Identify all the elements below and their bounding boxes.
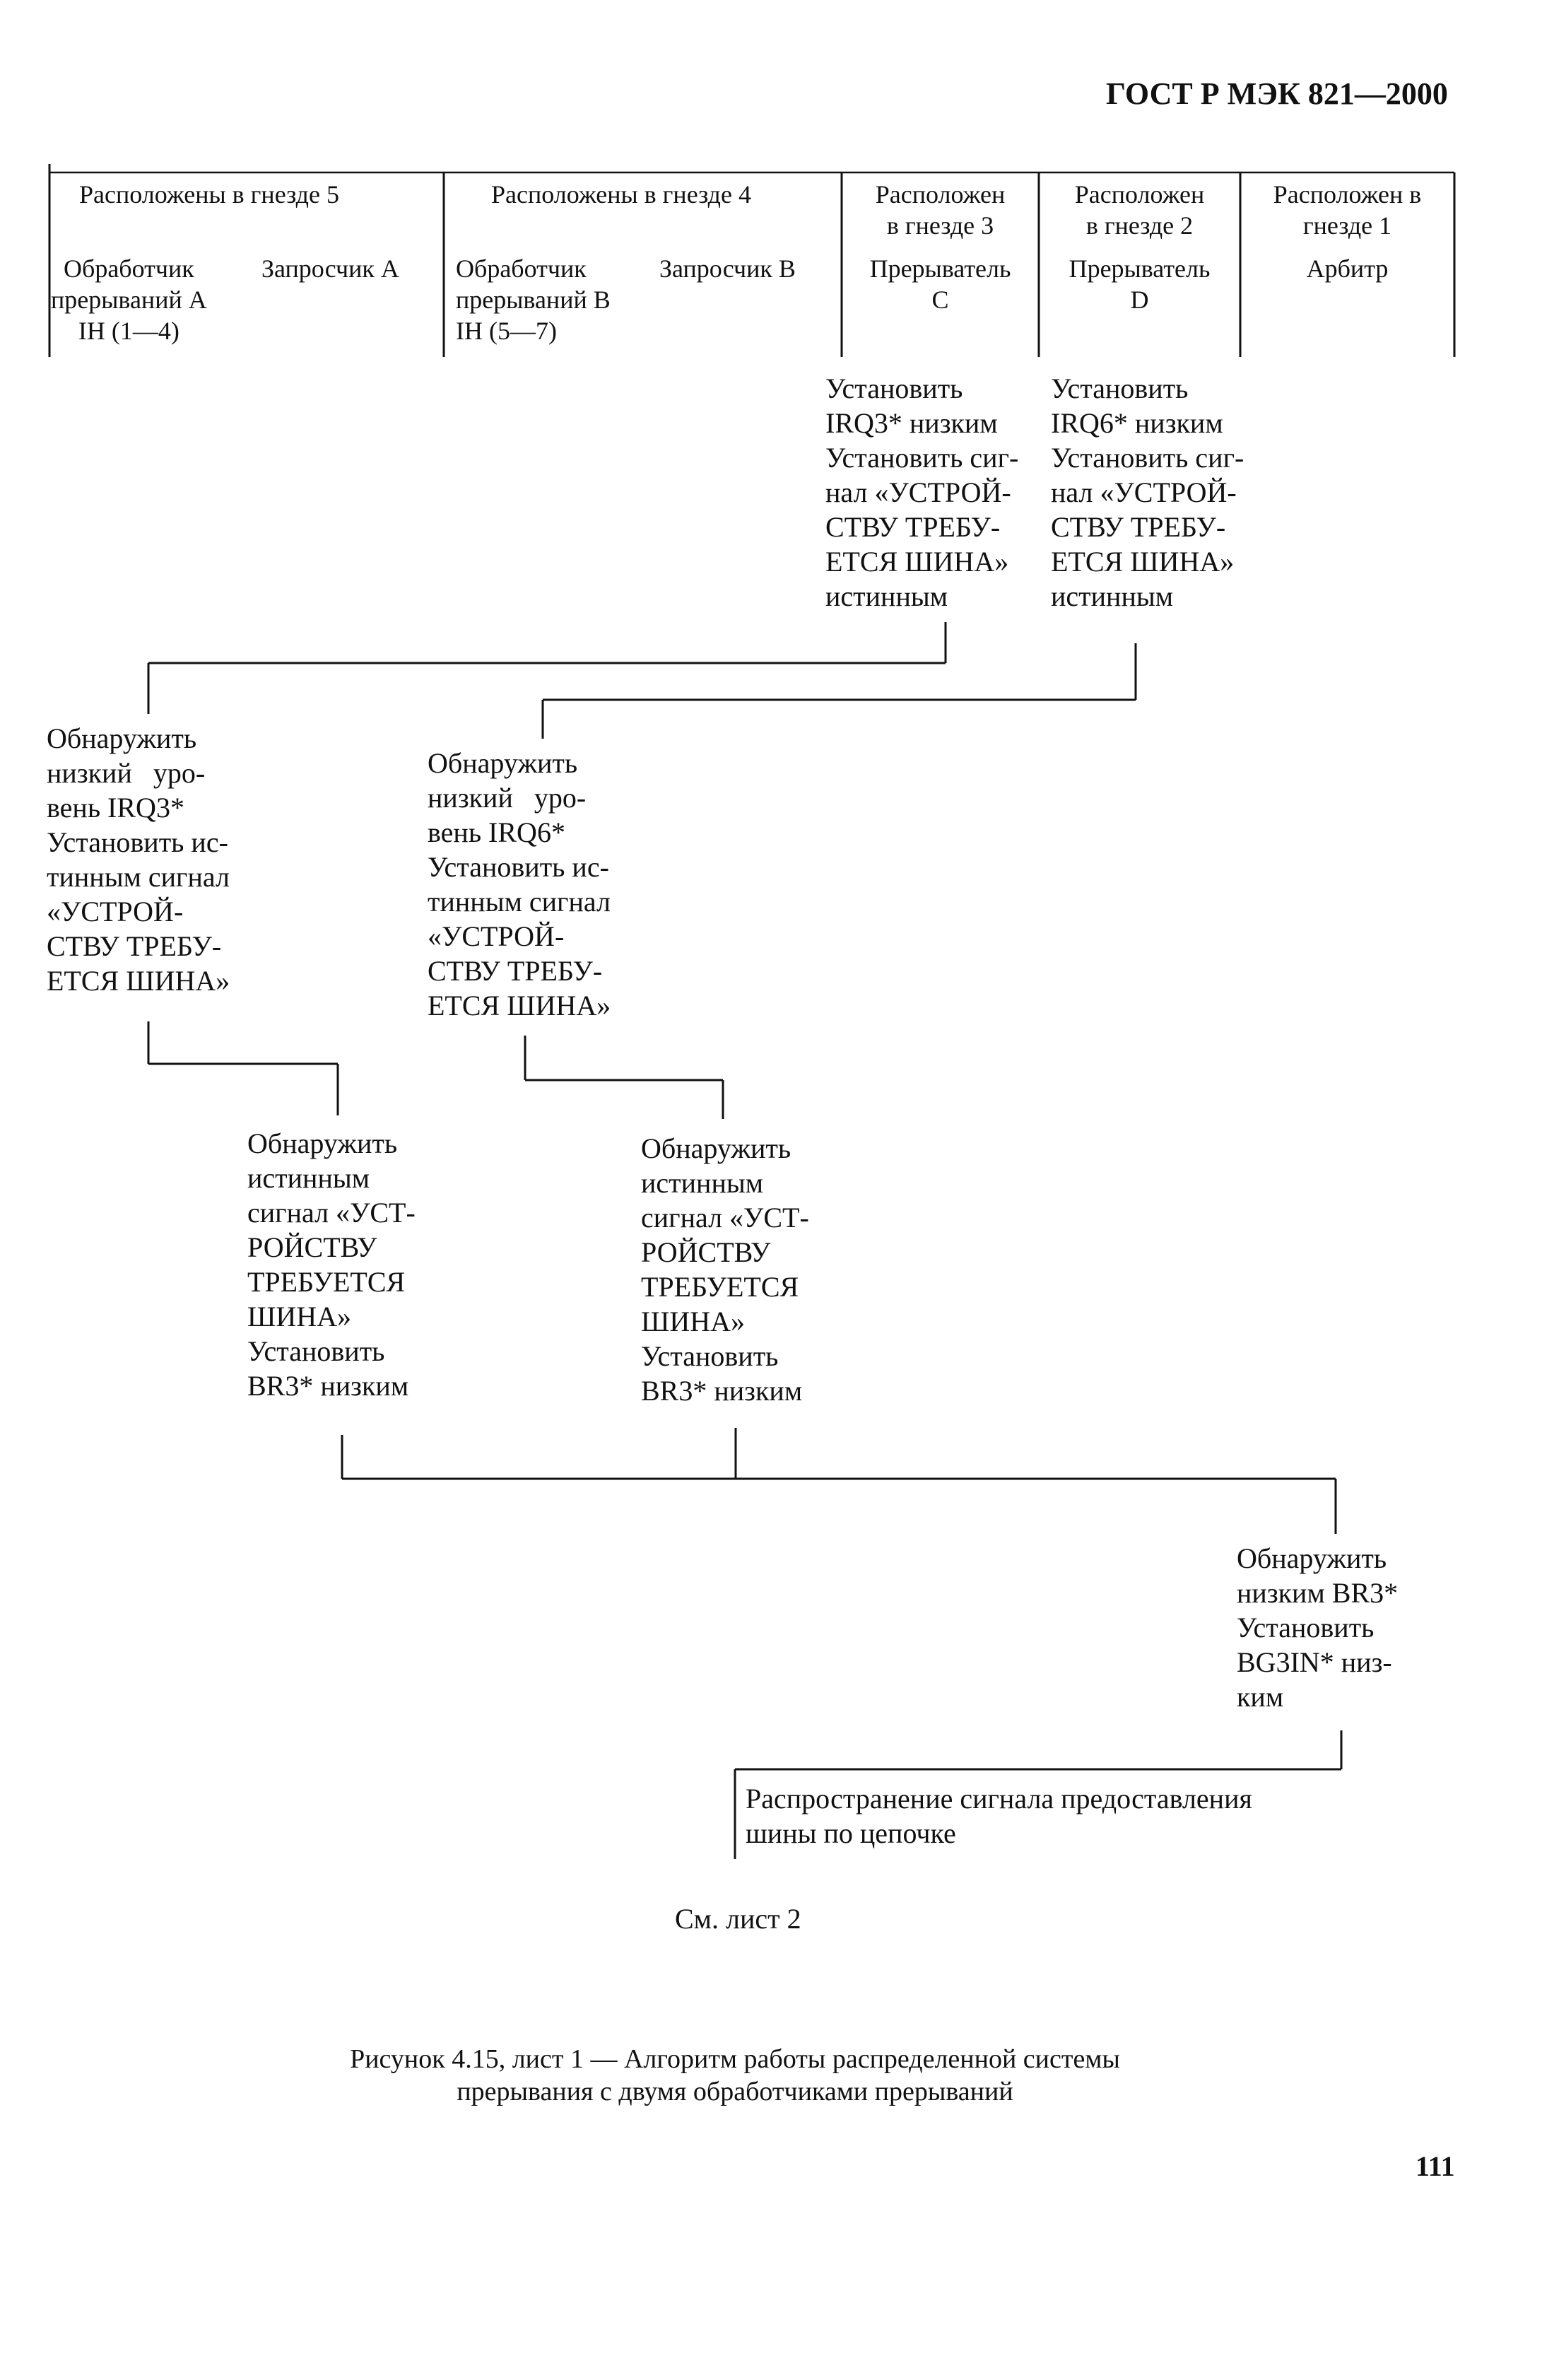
slot4-title: Расположены в гнезде 4: [491, 180, 751, 209]
figure-caption: Рисунок 4.15, лист 1 — Алгоритм работы р…: [350, 2044, 1120, 2106]
slot5-title: Расположены в гнезде 5: [79, 180, 339, 209]
page-number: 111: [1416, 2150, 1455, 2182]
slot4-requester: Запросчик В: [659, 254, 796, 283]
step-interrupter-d: Установить IRQ6* низким Установить сиг- …: [1051, 373, 1244, 612]
slot2-title: Расположен в гнезде 2: [1074, 180, 1205, 240]
step-arbiter: Обнаружить низким BR3* Установить BG3IN*…: [1237, 1542, 1399, 1713]
standard-title: ГОСТ Р МЭК 821—2000: [1106, 76, 1448, 111]
see-sheet-note: См. лист 2: [675, 1903, 801, 1935]
slot5-handler: Обработчик прерываний А IH (1—4): [51, 254, 207, 345]
step-interrupter-c: Установить IRQ3* низким Установить сиг- …: [825, 373, 1019, 612]
slot1-title: Расположен в гнезде 1: [1273, 180, 1422, 240]
step-requester-a: Обнаружить истинным сигнал «УСТ- РОЙСТВУ…: [247, 1127, 416, 1402]
step-propagation: Распространение сигнала предоставления ш…: [746, 1783, 1252, 1849]
slot1-device: Арбитр: [1306, 254, 1389, 283]
step-handler-b: Обнаружить низкий уро- вень IRQ6* Устано…: [428, 747, 611, 1021]
step-requester-b: Обнаружить истинным сигнал «УСТ- РОЙСТВУ…: [641, 1132, 809, 1407]
step-handler-a: Обнаружить низкий уро- вень IRQ3* Устано…: [47, 722, 230, 997]
slot2-device: Прерыватель D: [1069, 254, 1211, 314]
slot3-device: Прерыватель С: [869, 254, 1011, 314]
slot3-title: Расположен в гнезде 3: [875, 180, 1006, 240]
slot5-requester: Запросчик А: [261, 254, 399, 283]
slot4-handler: Обработчик прерываний В IH (5—7): [456, 254, 611, 345]
